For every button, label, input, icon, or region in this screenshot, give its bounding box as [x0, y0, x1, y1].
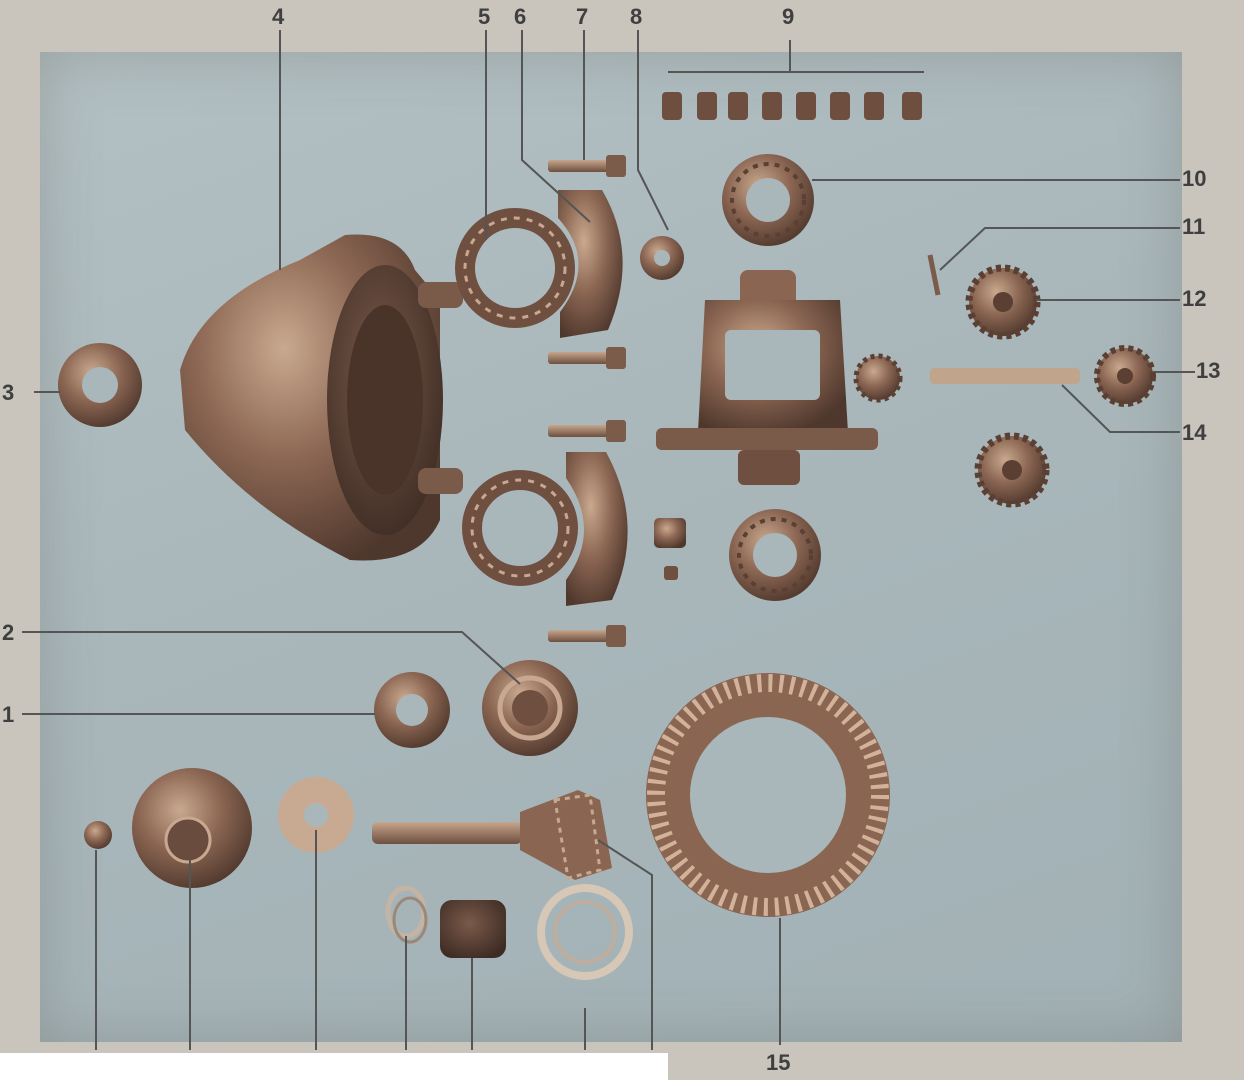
callout-15: 15 [766, 1050, 791, 1075]
callout-13: 13 [1196, 358, 1221, 383]
cross-shaft-part-14 [930, 368, 1080, 384]
callout-11: 11 [1182, 214, 1206, 239]
fasteners-part-9 [662, 92, 922, 120]
callout-3: 3 [2, 380, 15, 405]
pinion-gear-small [853, 353, 903, 403]
carrier-housing [180, 234, 463, 561]
adjuster-part-8 [640, 236, 686, 580]
callout-1: 1 [2, 702, 15, 727]
callout-8: 8 [630, 4, 643, 29]
callout-5: 5 [478, 4, 491, 29]
callout-7: 7 [576, 4, 589, 29]
oil-seal [278, 777, 354, 853]
callout-4: 4 [272, 4, 285, 29]
roller-bearing-part-10-upper [722, 154, 814, 246]
side-gear-part-12 [965, 264, 1041, 340]
callout-6: 6 [514, 4, 527, 29]
bearing-cap-part-6-lower [566, 452, 628, 606]
leader-lines [22, 30, 1195, 1050]
callout-14: 14 [1182, 420, 1207, 445]
bearing-part-1 [374, 672, 450, 748]
bearing-part-2 [482, 660, 578, 756]
side-gear-lower [974, 432, 1050, 508]
bearing-ring-part-5-upper [455, 208, 575, 328]
collapsible-spacer [440, 900, 506, 958]
callout-9: 9 [782, 4, 795, 29]
shim-ring [537, 884, 633, 980]
roller-bearing-part-10-lower [729, 509, 821, 601]
pinion-nut [84, 821, 112, 849]
blank-strip [0, 1053, 668, 1080]
drive-flange [132, 768, 252, 888]
callout-10: 10 [1182, 166, 1207, 191]
drive-pinion [372, 790, 612, 880]
lock-pin-part-11 [927, 254, 941, 296]
washer-stack [385, 885, 428, 944]
ring-gear-part-15 [646, 673, 890, 917]
differential-case [656, 270, 878, 485]
bolts-part-7 [548, 155, 626, 647]
bearing-cap-part-6-upper [558, 190, 623, 338]
pinion-gear-part-13 [1094, 345, 1156, 407]
callout-12: 12 [1182, 286, 1207, 311]
callout-2: 2 [2, 620, 15, 645]
bearing-ring-part-5-lower [462, 470, 578, 586]
nut-part-3 [58, 343, 142, 427]
